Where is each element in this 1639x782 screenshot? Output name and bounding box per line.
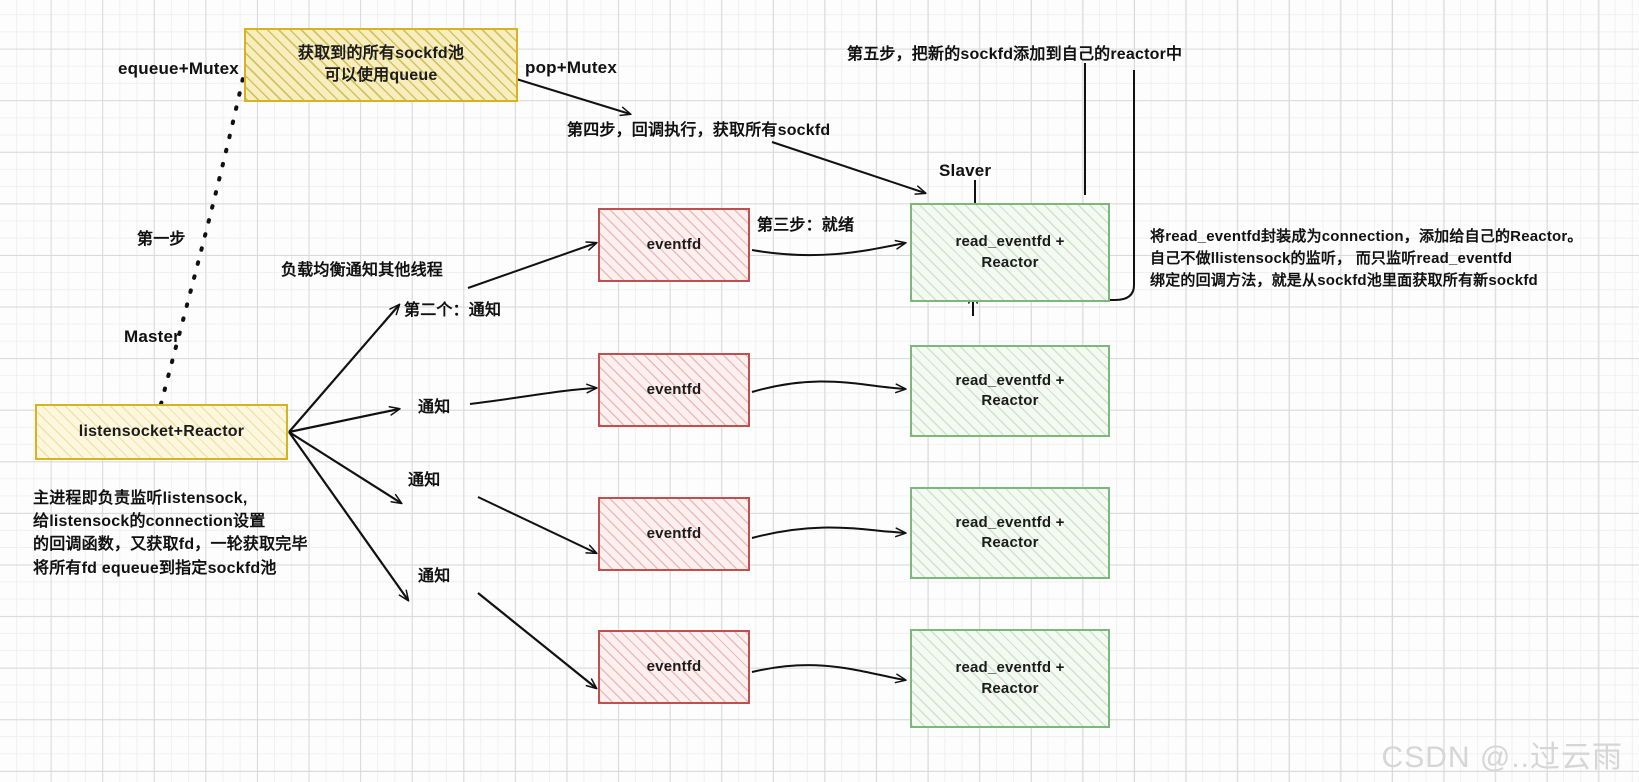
arrow-notify-2-to-eventfd-2 xyxy=(469,383,598,405)
sockfd-pool-line-1: 获取到的所有sockfd池 xyxy=(297,45,465,63)
watermark: CSDN @..过云雨 xyxy=(1381,741,1623,774)
label-step-one: 第一步 xyxy=(137,231,186,248)
label-pop-mutex: pop+Mutex xyxy=(525,58,617,77)
label-notify-second: 第二个：通知 xyxy=(404,302,502,319)
label-load-balance: 负载均衡通知其他线程 xyxy=(281,262,444,279)
node-read-eventfd-reactor-1[interactable]: read_eventfd + Reactor xyxy=(910,203,1110,302)
arrow-fanout-1 xyxy=(288,303,401,433)
label-master: Master xyxy=(124,327,181,346)
arrow-eventfd-3-to-reactor-3 xyxy=(751,526,907,539)
label-step-four: 第四步，回调执行，获取所有sockfd xyxy=(567,122,831,139)
node-eventfd-2[interactable]: eventfd xyxy=(598,353,750,427)
eventfd-3-label: eventfd xyxy=(646,524,702,542)
label-master-note: 主进程即负责监听listensock, 给listensock的connecti… xyxy=(33,490,308,577)
label-notify-1: 通知 xyxy=(418,399,451,416)
eventfd-4-label: eventfd xyxy=(646,657,702,675)
node-eventfd-4[interactable]: eventfd xyxy=(598,630,750,704)
sockfd-pool-line-2: 可以使用queue xyxy=(324,67,438,84)
reactor-2-line-1: read_eventfd + xyxy=(955,371,1065,389)
label-slave-note: 将read_eventfd封装成为connection，添加给自己的Reacto… xyxy=(1150,228,1583,289)
reactor-4-line-1: read_eventfd + xyxy=(955,659,1065,677)
arrow-notify-4-to-eventfd-4 xyxy=(477,592,598,690)
label-step-three: 第三步：就绪 xyxy=(757,217,855,234)
node-read-eventfd-reactor-3[interactable]: read_eventfd + Reactor xyxy=(910,487,1110,579)
reactor-1-line-2: Reactor xyxy=(981,253,1039,271)
node-listensocket-reactor[interactable]: listensocket+Reactor xyxy=(35,404,288,460)
arrow-fanout-2 xyxy=(288,405,401,434)
label-notify-3: 通知 xyxy=(418,568,451,585)
reactor-4-line-2: Reactor xyxy=(981,679,1039,697)
arrow-eventfd-1-to-reactor-1 xyxy=(751,239,907,257)
arrow-step-four xyxy=(771,141,927,195)
node-eventfd-1[interactable]: eventfd xyxy=(598,208,750,282)
reactor-3-line-1: read_eventfd + xyxy=(955,513,1065,531)
node-eventfd-3[interactable]: eventfd xyxy=(598,497,750,571)
reactor-2-line-2: Reactor xyxy=(981,392,1039,409)
label-slaver: Slaver xyxy=(939,161,992,180)
arrow-eventfd-2-to-reactor-2 xyxy=(751,380,907,394)
eventfd-2-label: eventfd xyxy=(646,380,702,398)
node-read-eventfd-reactor-2[interactable]: read_eventfd + Reactor xyxy=(910,345,1110,437)
reactor-3-line-2: Reactor xyxy=(981,534,1039,551)
arrow-notify-1-to-eventfd-1 xyxy=(467,241,598,289)
label-notify-2: 通知 xyxy=(408,472,441,489)
label-equeue-mutex: equeue+Mutex xyxy=(118,59,239,78)
node-sockfd-pool[interactable]: 获取到的所有sockfd池 可以使用queue xyxy=(244,28,518,102)
listensocket-label: listensocket+Reactor xyxy=(78,423,245,441)
label-step-five: 第五步，把新的sockfd添加到自己的reactor中 xyxy=(847,46,1183,63)
arrow-eventfd-4-to-reactor-4 xyxy=(751,664,907,684)
arrow-pop-mutex xyxy=(512,77,632,117)
arrow-notify-3-to-eventfd-3 xyxy=(477,496,598,555)
node-read-eventfd-reactor-4[interactable]: read_eventfd + Reactor xyxy=(910,629,1110,728)
eventfd-1-label: eventfd xyxy=(646,235,702,253)
reactor-1-line-1: read_eventfd + xyxy=(955,233,1065,251)
